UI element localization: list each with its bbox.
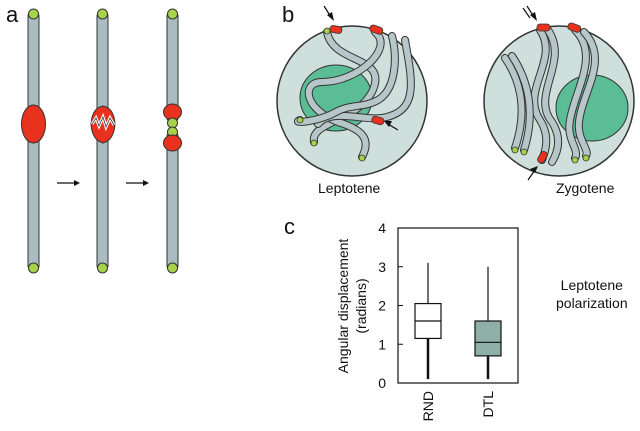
nucleus-leptotene	[276, 5, 428, 177]
chromosome-breaking	[90, 8, 116, 274]
y-tick-label: 4	[378, 220, 386, 236]
y-tick-label: 1	[378, 336, 386, 352]
arrow-2	[126, 180, 149, 186]
telomere-top	[97, 8, 108, 20]
y-tick-label: 0	[378, 375, 386, 391]
y-tick-label: 2	[378, 298, 386, 314]
telomere-top	[28, 8, 39, 20]
chromosome-split	[163, 8, 182, 274]
side-label-line-1: Leptotene	[560, 277, 623, 293]
label-leptotene: Leptotene	[318, 180, 381, 196]
panel-letter-a: a	[6, 2, 19, 27]
y-axis-label-line: (radians)	[353, 278, 369, 333]
y-tick-label: 3	[378, 259, 386, 275]
side-label-line-2: polarization	[556, 295, 628, 311]
centromere-half-lower	[163, 134, 182, 152]
category-label: DTL	[480, 391, 496, 418]
category-label: RND	[420, 391, 436, 421]
chromosome-intact	[21, 8, 46, 274]
centromere	[21, 104, 46, 144]
arrow-1	[57, 180, 80, 186]
panel-letter-b: b	[282, 2, 295, 27]
telomere-bottom	[28, 262, 39, 274]
telomere-bottom	[167, 262, 178, 274]
telomere-bottom	[97, 262, 108, 274]
nucleus-zygotene	[483, 5, 635, 181]
telomere-top	[167, 8, 178, 20]
y-axis-label-line: Angular displacement	[335, 239, 351, 374]
panel-letter-c: c	[284, 214, 295, 239]
label-zygotene: Zygotene	[556, 180, 615, 196]
box-dtl	[474, 320, 502, 357]
boxplot-side-label: Leptotene polarization	[556, 276, 628, 312]
y-axis-label: Angular displacement(radians)	[335, 239, 369, 374]
